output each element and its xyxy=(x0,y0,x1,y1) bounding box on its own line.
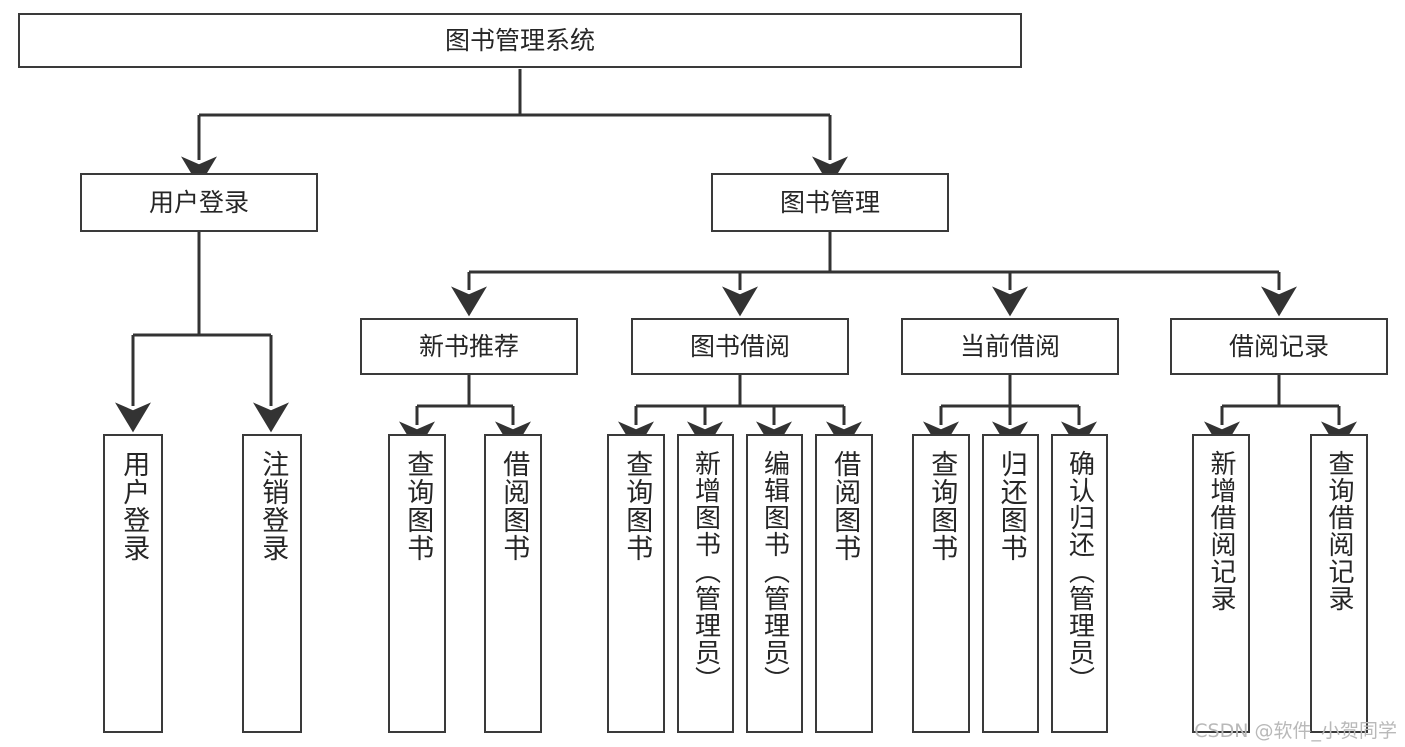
node-current-borrow[interactable]: 当前借阅 xyxy=(901,318,1119,375)
leaf-logout[interactable]: 注销登录 xyxy=(242,434,302,733)
leaf-borrow-borrow-book-label: 借阅图书 xyxy=(829,450,861,562)
leaf-current-query-book-label: 查询图书 xyxy=(926,450,958,562)
node-current-borrow-label: 当前借阅 xyxy=(959,332,1060,361)
leaf-edit-book-admin-label: 编辑图书（管理员） xyxy=(759,450,790,693)
leaf-return-book-label: 归还图书 xyxy=(995,450,1027,562)
node-borrow-record[interactable]: 借阅记录 xyxy=(1170,318,1388,375)
leaf-add-borrow-record[interactable]: 新增借阅记录 xyxy=(1192,434,1250,733)
node-user-login[interactable]: 用户登录 xyxy=(80,173,318,232)
leaf-query-borrow-record[interactable]: 查询借阅记录 xyxy=(1310,434,1368,733)
leaf-borrow-query-book[interactable]: 查询图书 xyxy=(607,434,665,733)
node-user-login-label: 用户登录 xyxy=(148,188,249,217)
node-root[interactable]: 图书管理系统 xyxy=(18,13,1022,68)
leaf-logout-label: 注销登录 xyxy=(257,450,289,562)
node-new-book-recommend-label: 新书推荐 xyxy=(418,332,519,361)
leaf-confirm-return-admin-label: 确认归还（管理员） xyxy=(1064,450,1095,693)
leaf-user-login[interactable]: 用户登录 xyxy=(103,434,163,733)
leaf-confirm-return-admin[interactable]: 确认归还（管理员） xyxy=(1051,434,1108,733)
leaf-add-book-admin-label: 新增图书（管理员） xyxy=(690,450,721,693)
leaf-add-book-admin[interactable]: 新增图书（管理员） xyxy=(677,434,734,733)
leaf-user-login-label: 用户登录 xyxy=(118,450,150,562)
leaf-add-borrow-record-label: 新增借阅记录 xyxy=(1206,450,1236,612)
node-book-borrow-label: 图书借阅 xyxy=(689,332,790,361)
node-book-borrow[interactable]: 图书借阅 xyxy=(631,318,849,375)
leaf-recommend-borrow-book[interactable]: 借阅图书 xyxy=(484,434,542,733)
leaf-query-borrow-record-label: 查询借阅记录 xyxy=(1324,450,1354,612)
leaf-borrow-borrow-book[interactable]: 借阅图书 xyxy=(815,434,873,733)
leaf-recommend-query-book-label: 查询图书 xyxy=(402,450,434,562)
node-borrow-record-label: 借阅记录 xyxy=(1228,332,1329,361)
node-book-management-label: 图书管理 xyxy=(779,188,880,217)
leaf-recommend-borrow-book-label: 借阅图书 xyxy=(498,450,530,562)
node-book-management[interactable]: 图书管理 xyxy=(711,173,949,232)
node-root-label: 图书管理系统 xyxy=(444,26,595,55)
leaf-current-query-book[interactable]: 查询图书 xyxy=(912,434,970,733)
node-new-book-recommend[interactable]: 新书推荐 xyxy=(360,318,578,375)
leaf-borrow-query-book-label: 查询图书 xyxy=(621,450,653,562)
leaf-recommend-query-book[interactable]: 查询图书 xyxy=(388,434,446,733)
leaf-edit-book-admin[interactable]: 编辑图书（管理员） xyxy=(746,434,803,733)
leaf-return-book[interactable]: 归还图书 xyxy=(982,434,1039,733)
